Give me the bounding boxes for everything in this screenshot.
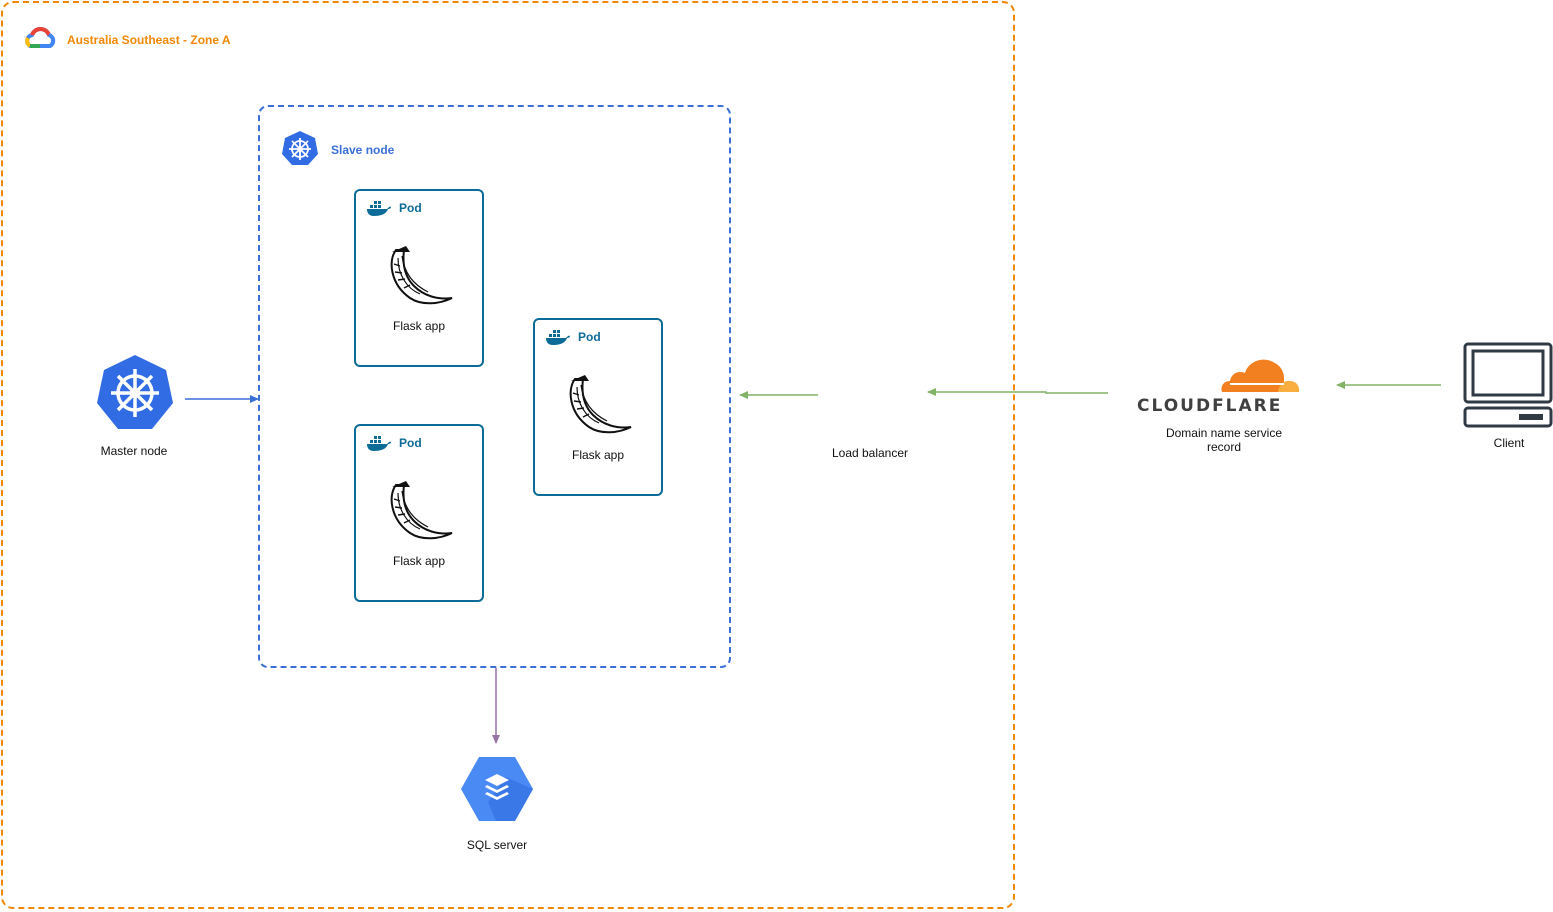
kubernetes-icon xyxy=(95,353,175,436)
flask-icon xyxy=(384,479,456,548)
slave-node-label: Slave node xyxy=(331,143,395,157)
cloud-sql-icon xyxy=(460,756,534,827)
pod-label: Pod xyxy=(399,436,422,450)
docker-icon xyxy=(545,328,571,351)
app-label: Flask app xyxy=(392,554,446,568)
flask-icon xyxy=(384,244,456,313)
docker-icon xyxy=(366,199,392,222)
sql-server-label: SQL server xyxy=(466,838,528,852)
dns-record-label: Domain name service record xyxy=(1165,426,1283,454)
pod-label: Pod xyxy=(578,330,601,344)
docker-icon xyxy=(366,434,392,457)
client-label: Client xyxy=(1493,436,1525,450)
pod-box-2: Pod Flask app xyxy=(354,424,484,602)
pod-box-1: Pod Flask app xyxy=(354,189,484,367)
computer-terminal-icon xyxy=(1463,342,1553,435)
pod-label: Pod xyxy=(399,201,422,215)
google-cloud-icon xyxy=(24,26,56,57)
kubernetes-icon xyxy=(281,130,319,171)
cloudflare-cloud-icon xyxy=(1218,356,1302,399)
load-balancer-label: Load balancer xyxy=(831,446,909,460)
pod-box-3: Pod Flask app xyxy=(533,318,663,496)
app-label: Flask app xyxy=(392,319,446,333)
flask-icon xyxy=(563,373,635,442)
app-label: Flask app xyxy=(571,448,625,462)
zone-container xyxy=(1,1,1015,909)
master-node-label: Master node xyxy=(100,444,168,458)
zone-label: Australia Southeast - Zone A xyxy=(67,33,231,47)
cloudflare-wordmark: CLOUDFLARE xyxy=(1137,396,1283,416)
slave-node-container xyxy=(258,105,731,668)
